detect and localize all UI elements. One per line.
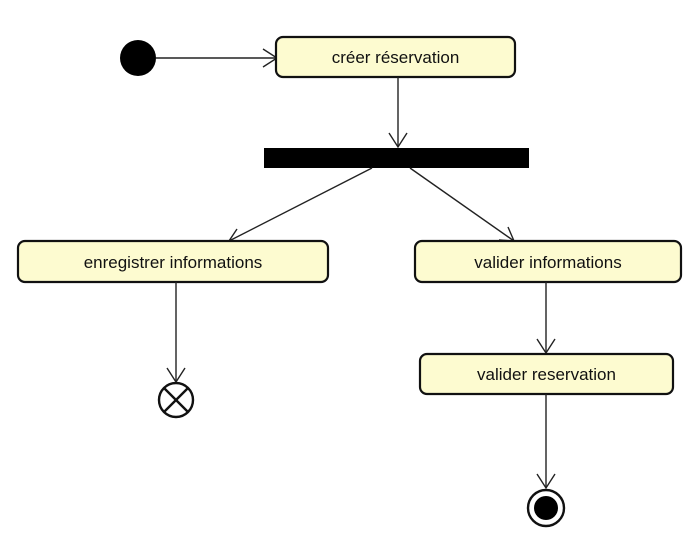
arrowhead-activity-final (536, 473, 556, 490)
action-save-label: enregistrer informations (84, 253, 263, 272)
action-validate-reservation[interactable]: valider reservation (418, 352, 675, 396)
action-create-label: créer réservation (332, 48, 460, 67)
action-create-reservation[interactable]: créer réservation (274, 35, 517, 79)
action-save-information[interactable]: enregistrer informations (16, 239, 330, 284)
activity-final-node (526, 488, 566, 528)
action-validate-info-label: valider informations (474, 253, 621, 272)
initial-node (120, 40, 156, 76)
arrowhead-fork (388, 132, 408, 149)
flow-fork-to-save (228, 167, 373, 242)
action-validate-information[interactable]: valider informations (413, 239, 683, 284)
fork-bar (264, 148, 529, 168)
flow-final-node (157, 381, 195, 419)
flow-fork-to-validate-info (409, 167, 515, 242)
action-validate-reservation-label: valider reservation (477, 365, 616, 384)
